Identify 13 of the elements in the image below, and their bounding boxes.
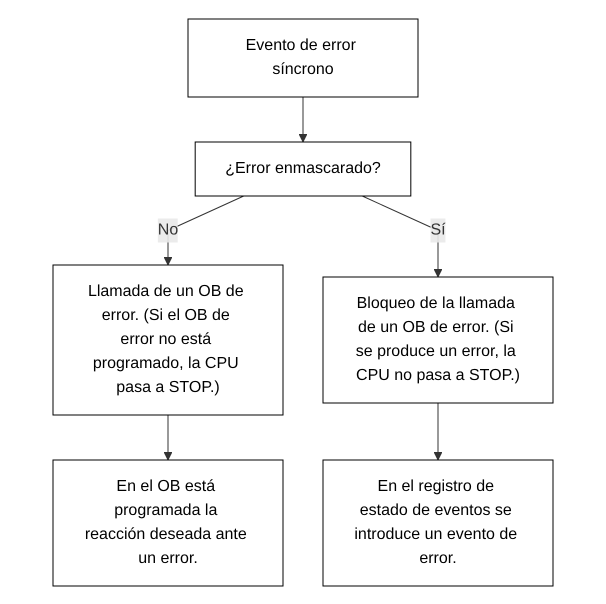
- arrow: [164, 195, 244, 265]
- node-box: Llamada de un OB de error. (Si el OB de error no está programado, la CPU pasa a STOP.): [52, 264, 284, 415]
- node-box: En el registro de estado de eventos se introduce un evento de error.: [322, 459, 554, 586]
- node-box: En el OB está programada la reacción deseada ante un error.: [52, 459, 284, 586]
- arrow: [434, 402, 442, 460]
- node-box: Bloqueo de la llamada de un OB de error. (Si se produce un error, la CPU no pasa a STOP.): [322, 276, 554, 403]
- edge-label: No: [158, 221, 178, 238]
- node-box: ¿Error enmascarado?: [194, 141, 412, 196]
- arrow: [164, 414, 172, 460]
- arrow: [362, 195, 442, 277]
- arrow: [298, 96, 308, 142]
- node-box: Evento de error síncrono: [188, 18, 418, 97]
- edge-label: Sí: [430, 221, 446, 238]
